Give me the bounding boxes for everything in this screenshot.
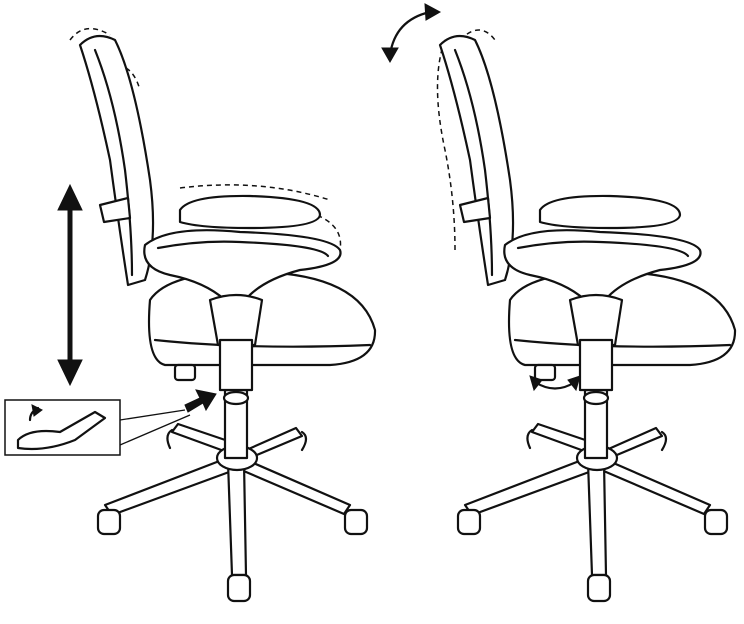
chair-left [78,34,377,603]
figure-backrest-tilt [381,3,737,603]
double-vertical-arrow-icon [57,183,83,387]
chair-right [438,34,737,603]
figure-seat-height [4,27,377,603]
rotation-arrow-icon [529,375,581,392]
pointer-arrow-icon [184,389,217,413]
lever-inset-icon [4,399,191,456]
curved-double-arrow-icon [381,3,442,64]
